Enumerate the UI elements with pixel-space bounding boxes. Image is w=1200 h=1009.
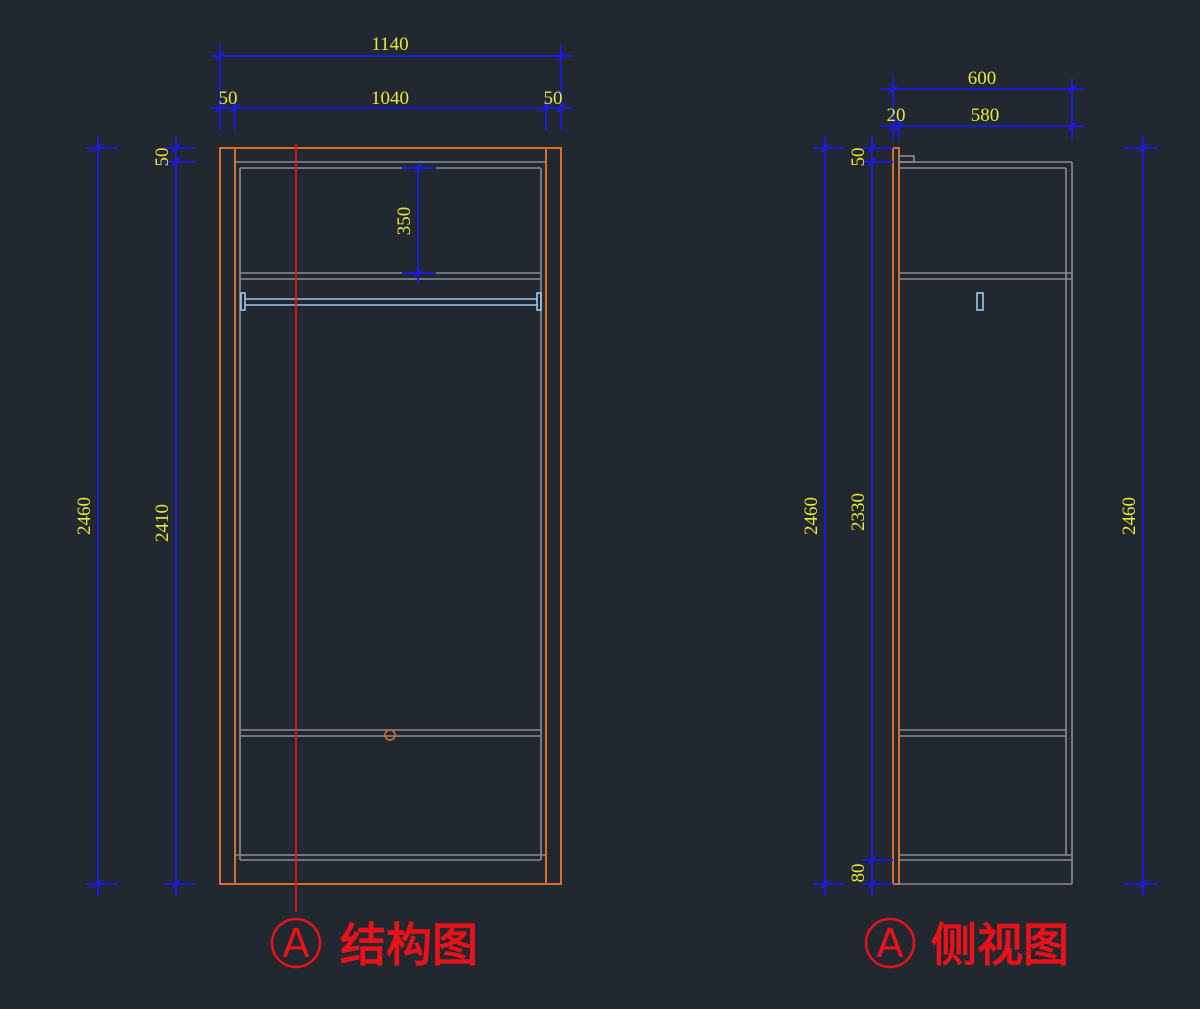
dim-label-side-overall-height-right: 2460 [1119,497,1140,535]
dim-label-body-depth: 580 [971,105,1000,126]
dim-label-top-panel: 50 [152,148,173,167]
front-title-label: 结构图 [340,918,478,972]
front-view-title: A 结构图 [270,917,478,972]
front-view: 1140 50 1040 50 2460 [74,34,573,972]
side-view: 600 20 580 2460 [801,68,1158,972]
dim-label-inner-width: 1040 [371,88,409,109]
dim-top-compartment: 350 [394,163,436,284]
dim-label-side-top-panel: 50 [848,148,869,167]
dim-inner-height: 50 2410 [152,136,196,896]
dim-label-side-base: 80 [848,864,869,883]
dim-label-door-thickness: 20 [887,105,906,126]
front-outer-frame [219,147,562,885]
dim-label-side-overall-height-left: 2460 [801,497,822,535]
dim-side-overall-height-right: 2460 [1119,136,1158,896]
side-rail-profile [976,292,984,311]
dim-side-overall-height-left: 2460 [801,136,845,896]
dim-label-right-panel: 50 [544,88,563,109]
side-title-label: 侧视图 [931,918,1069,972]
side-door-panel [892,147,900,885]
dim-label-overall-width: 1140 [371,34,408,55]
front-title-marker: A [282,921,310,967]
knob-marker [384,729,396,741]
dim-label-inner-height: 2410 [152,504,173,542]
hanging-rail [240,292,542,311]
dim-overall-depth: 600 [880,68,1084,140]
dim-inner-width: 50 1040 50 [210,88,573,130]
side-title-marker: A [876,921,904,967]
dim-label-overall-height: 2460 [74,497,95,535]
side-cabinet-body [898,155,1073,885]
dim-overall-width: 1140 [210,34,573,130]
dim-label-overall-depth: 600 [968,68,997,89]
side-view-title: A 侧视图 [864,917,1069,972]
dim-label-left-panel: 50 [219,88,238,109]
dim-label-top-compartment: 350 [394,207,415,236]
dim-side-inner-height: 50 2330 80 [848,136,893,896]
front-inner-structure [235,161,546,861]
dim-label-side-inner-height: 2330 [848,493,869,531]
dim-body-depth: 20 580 [880,105,1084,140]
dim-overall-height: 2460 [74,136,118,896]
